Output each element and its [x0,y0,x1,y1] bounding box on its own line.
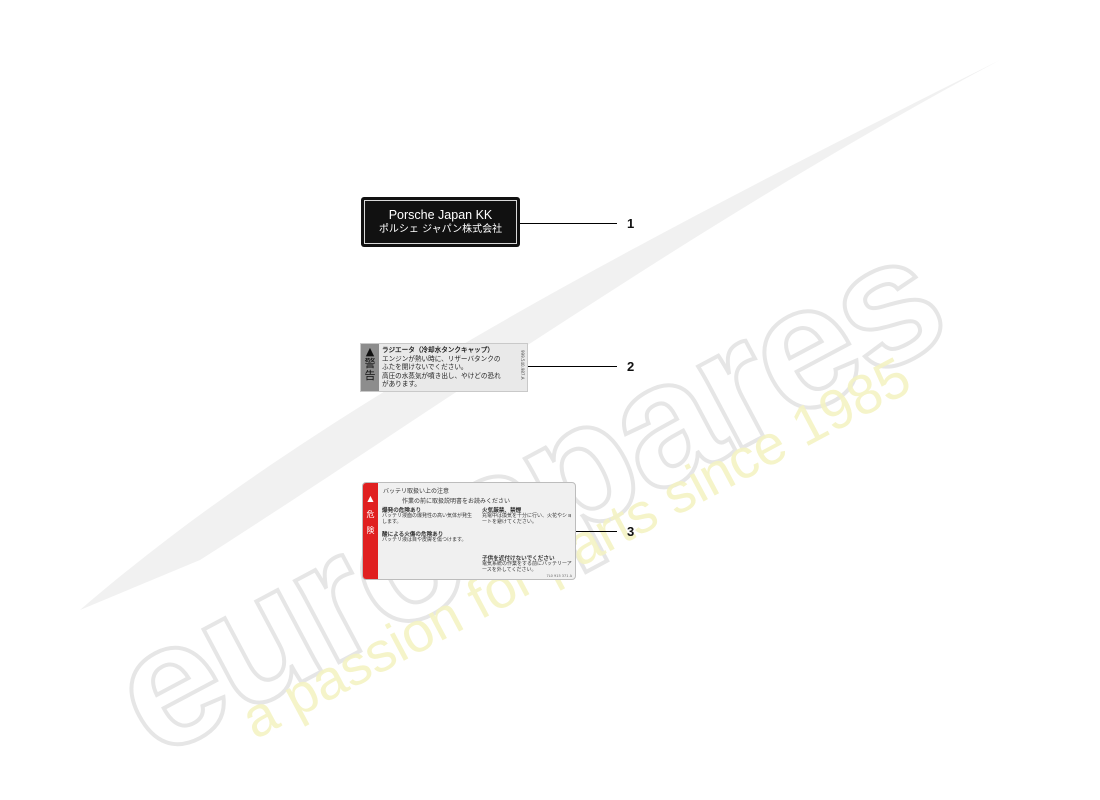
battery-danger-label: ▲ 危 険 バッテリ取扱い上の注意 作業の前に取扱説明書をお読みください 爆発の… [362,482,576,580]
callout-line-1 [520,223,617,224]
label1-line2: ポルシェ ジャパン株式会社 [378,224,503,235]
explosion-warning-title: 爆発の危険あり [382,508,422,514]
label2-code: 999.540.987.A [520,350,525,380]
label2-line: エンジンが熱い時に、リザーバタンクの [382,354,501,363]
acid-burn-text: バッテリ液は目や皮膚を傷つけます。 [382,537,467,544]
callout-number-3: 3 [627,524,635,539]
acid-burn-title: 酸による火傷の危険あり [382,532,444,538]
label3-header: バッテリ取扱い上の注意 [383,488,450,495]
callout-line-2 [528,366,617,367]
label2-line: があります。 [382,380,421,389]
label2-line: 高圧の水蒸気が噴き出し、やけどの恐れ [382,371,501,380]
warning-triangle-icon: ▲ [365,345,375,358]
warning-side-bar: ▲ 警 告 [361,344,379,391]
label3-block: 酸による火傷の危険あり バッテリ液は目や皮膚を傷つけます。 [382,532,474,544]
label2-line: ふたを開けないでください。 [382,363,468,372]
battery-ground-text: 電気系統の作業をする前にバッテリーアースを外してください。 [482,561,572,573]
label3-side-bottom: 険 [366,526,375,535]
label3-block: 子供を近付けないでください 電気系統の作業をする前にバッテリーアースを外してくだ… [482,556,574,573]
explosion-warning-text: バッテリ液面の爆発性の高い気体が発生します。 [382,513,473,525]
callout-line-3 [576,531,617,532]
radiator-warning-label: ▲ 警 告 ラジエータ（冷却水タンクキャップ） エンジンが熱い時に、リザーバタン… [360,343,528,392]
callout-number-1: 1 [627,216,635,231]
label2-title: ラジエータ（冷却水タンクキャップ） [382,346,494,354]
label2-side-top: 警 [364,357,376,370]
label3-side-top: 危 [366,510,375,519]
no-fire-title: 火気厳禁、禁煙 [482,508,522,514]
danger-triangle-icon: ▲ [367,494,374,503]
label1-line1: Porsche Japan KK [388,208,493,222]
no-fire-text: 充電中は換気を十分に行い、火花やショートを避けてください。 [482,513,573,525]
label3-code: 7L0 915 371 A [546,574,573,578]
label3-block: 爆発の危険あり バッテリ液面の爆発性の高い気体が発生します。 [382,508,474,525]
danger-side-bar: ▲ 危 険 [363,483,378,579]
label3-subheader: 作業の前に取扱説明書をお読みください [402,498,511,505]
label2-side-bottom: 告 [364,369,376,382]
callout-number-2: 2 [627,359,635,374]
porsche-japan-label: Porsche Japan KK ポルシェ ジャパン株式会社 [361,197,520,247]
keep-children-away-title: 子供を近付けないでください [482,556,555,562]
label3-block: 火気厳禁、禁煙 充電中は換気を十分に行い、火花やショートを避けてください。 [482,508,574,525]
